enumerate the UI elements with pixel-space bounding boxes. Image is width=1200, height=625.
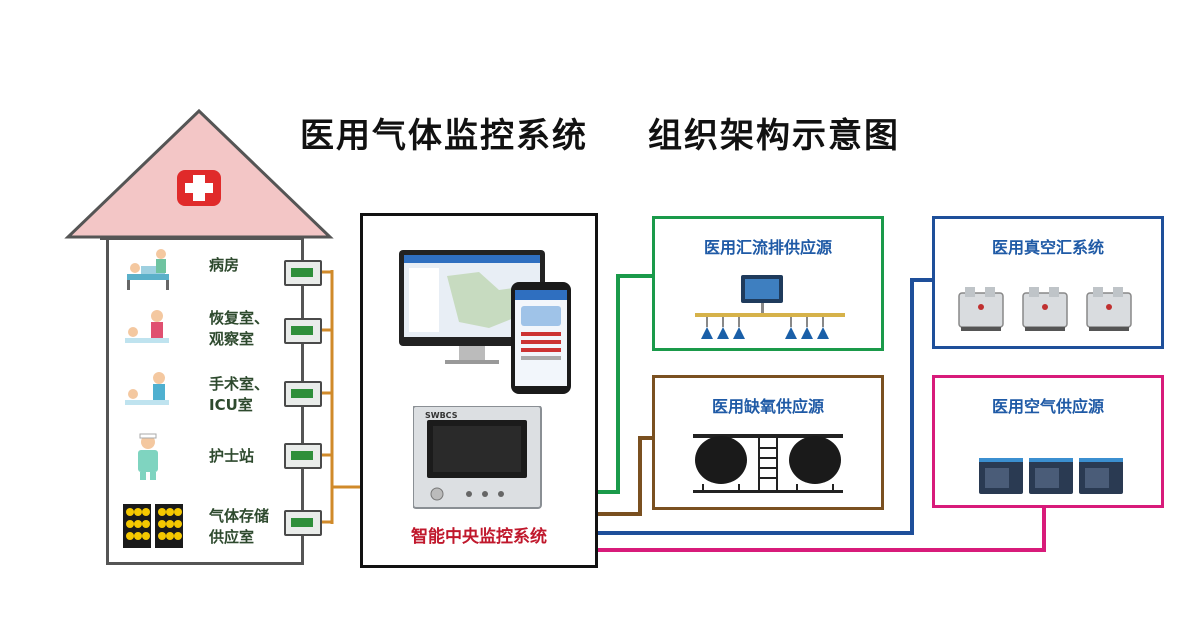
monitor-panel-nurse (284, 443, 322, 469)
oxygen-tanks-icon (693, 434, 843, 493)
line-oxygen (596, 436, 652, 516)
room-label-nurse: 护士站 (209, 447, 255, 465)
desktop-monitor-icon (399, 250, 571, 394)
air-supply-title: 医用空气供应源 (991, 397, 1104, 416)
vacuum-system-title: 医用真空汇系统 (991, 238, 1104, 257)
line-air (596, 504, 1046, 552)
recovery-patient-icon (125, 310, 169, 343)
room-label-ward: 病房 (209, 256, 240, 274)
floor-nurse-station: 护士站 (106, 426, 304, 491)
oxygen-supply-box: 医用缺氧供应源 (652, 375, 884, 510)
air-compressors-icon (979, 458, 1123, 494)
central-monitor-label: 智能中央监控系统 (411, 527, 547, 547)
vacuum-pumps-icon (958, 287, 1132, 331)
hospital-roof (64, 108, 334, 239)
device-brand: SWBCS (425, 411, 458, 420)
title-right: 组织架构示意图 (648, 116, 900, 156)
monitor-panel-ward (284, 260, 322, 286)
title-left: 医用气体监控系统 (300, 116, 588, 156)
manifold-supply-box: 医用汇流排供应源 (652, 216, 884, 351)
air-supply-box: 医用空气供应源 (932, 375, 1164, 508)
monitor-panel-recovery (284, 318, 322, 344)
patient-bed-icon (127, 249, 169, 290)
monitor-panel-surgery (284, 381, 322, 407)
page-title: 医用气体监控系统 组织架构示意图 (0, 108, 1200, 157)
manifold-equipment-icon (695, 275, 845, 339)
house-bracket (318, 270, 362, 524)
nurse-icon (138, 433, 158, 480)
vacuum-system-box: 医用真空汇系统 (932, 216, 1164, 349)
room-label-surgery: 手术室、ICU室 (209, 375, 270, 414)
central-monitor-box: SWBCS 智能中央监控系统 (360, 213, 598, 568)
red-cross-icon (177, 170, 221, 206)
floor-surgery: 手术室、ICU室 (106, 362, 304, 429)
oxygen-supply-title: 医用缺氧供应源 (711, 397, 824, 416)
room-label-recovery: 恢复室、观察室 (209, 309, 270, 348)
roof-base (100, 236, 304, 240)
line-manifold (596, 274, 652, 494)
control-panel-device-icon (413, 406, 542, 509)
surgery-patient-icon (125, 372, 169, 405)
floor-gas-storage: 气体存储供应室 (106, 488, 304, 565)
floor-recovery: 恢复室、观察室 (106, 296, 304, 365)
line-vacuum (596, 278, 932, 535)
room-label-storage: 气体存储供应室 (209, 507, 270, 546)
gas-cylinder-rack-icon (123, 504, 183, 548)
monitor-panel-storage (284, 510, 322, 536)
floor-ward: 病房 (106, 240, 304, 299)
manifold-supply-title: 医用汇流排供应源 (703, 238, 832, 257)
